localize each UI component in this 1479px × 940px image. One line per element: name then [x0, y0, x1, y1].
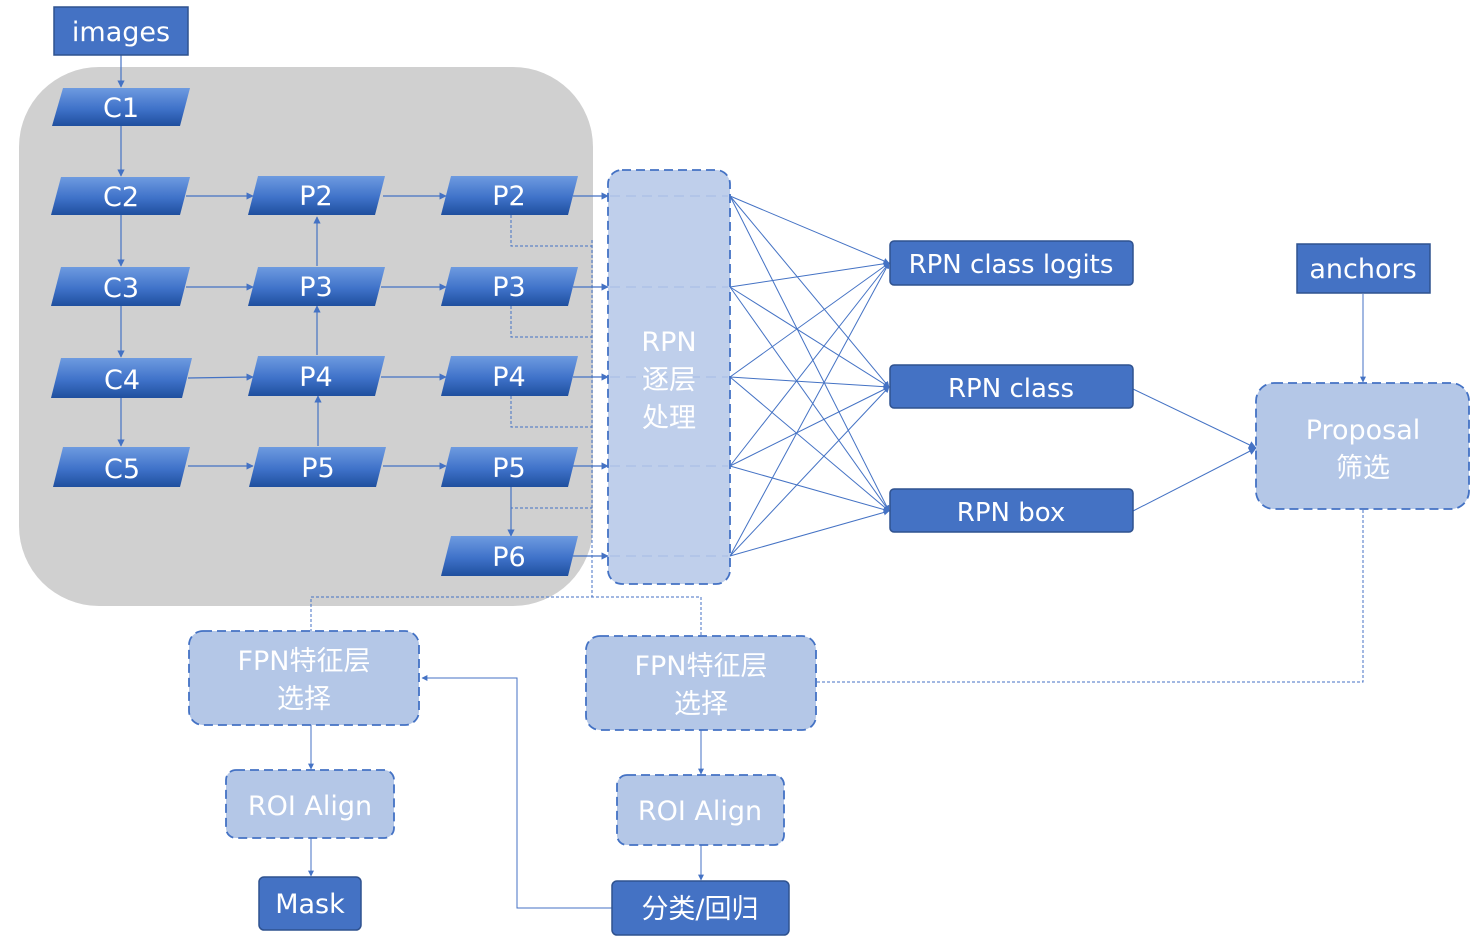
rpn-box-box: RPN box	[889, 488, 1134, 533]
right-fpn-select-line2: 选择	[674, 689, 728, 720]
right-fpn-select-box: FPN特征层 选择	[585, 635, 817, 731]
c5-label: C5	[104, 454, 140, 485]
right-roi-align-box: ROI Align	[616, 774, 785, 846]
c3-node	[51, 267, 190, 306]
c4-node	[51, 358, 192, 398]
proposal-line1: Proposal	[1306, 415, 1421, 446]
mask-label: Mask	[275, 889, 345, 920]
rpn-class-logits-box: RPN class logits	[889, 240, 1134, 286]
c1-node	[52, 88, 190, 126]
rpn-process-line3: 处理	[642, 403, 696, 434]
p3-out-node	[441, 267, 578, 306]
p3-mid-node	[248, 267, 385, 306]
c3-label: C3	[103, 273, 139, 304]
rpn-class-box: RPN class	[889, 364, 1134, 409]
rpn-box-label: RPN box	[957, 498, 1065, 528]
p3-out-label: P3	[492, 272, 525, 303]
p2-out-label: P2	[492, 181, 525, 212]
p5-out-node	[441, 447, 578, 487]
anchors-input: anchors	[1296, 243, 1431, 294]
left-roi-align-label: ROI Align	[248, 791, 372, 822]
rpn-process-line1: RPN	[641, 327, 696, 358]
images-input: images	[53, 6, 189, 56]
left-roi-align-box: ROI Align	[225, 769, 395, 839]
p4-out-node	[441, 356, 578, 396]
c1-label: C1	[103, 93, 139, 124]
c2-label: C2	[103, 182, 139, 213]
images-label: images	[72, 17, 170, 48]
anchors-label: anchors	[1309, 254, 1416, 285]
c5-node	[53, 447, 190, 487]
p3-mid-label: P3	[299, 272, 332, 303]
p4-mid-label: P4	[299, 362, 332, 393]
classify-regress-box: 分类/回归	[611, 880, 790, 936]
p2-out-node	[441, 176, 578, 215]
mask-box: Mask	[258, 876, 362, 931]
left-fpn-select-box: FPN特征层 选择	[188, 630, 420, 726]
proposal-line2: 筛选	[1336, 453, 1390, 484]
p5-mid-label: P5	[301, 453, 334, 484]
p5-out-label: P5	[492, 453, 525, 484]
proposal-filter-box: Proposal 筛选	[1255, 382, 1470, 510]
rpn-process-line2: 逐层	[642, 365, 696, 396]
classify-regress-label: 分类/回归	[641, 894, 758, 925]
left-fpn-select-line1: FPN特征层	[237, 646, 370, 677]
right-fpn-select-line1: FPN特征层	[634, 651, 767, 682]
p4-mid-node	[248, 356, 385, 396]
rpn-class-label: RPN class	[948, 374, 1074, 404]
p2-mid-node	[248, 176, 385, 215]
left-fpn-select-line2: 选择	[277, 684, 331, 715]
backbone-panel	[19, 67, 593, 606]
p5-mid-node	[249, 447, 386, 487]
c2-node	[51, 177, 190, 215]
rpn-class-logits-label: RPN class logits	[909, 250, 1114, 280]
p6-out-label: P6	[492, 542, 525, 573]
c4-label: C4	[104, 365, 140, 396]
p4-out-label: P4	[492, 362, 525, 393]
p2-mid-label: P2	[299, 181, 332, 212]
rpn-process-box: RPN 逐层 处理	[607, 169, 731, 585]
right-roi-align-label: ROI Align	[638, 796, 762, 827]
p6-out-node	[441, 536, 578, 576]
